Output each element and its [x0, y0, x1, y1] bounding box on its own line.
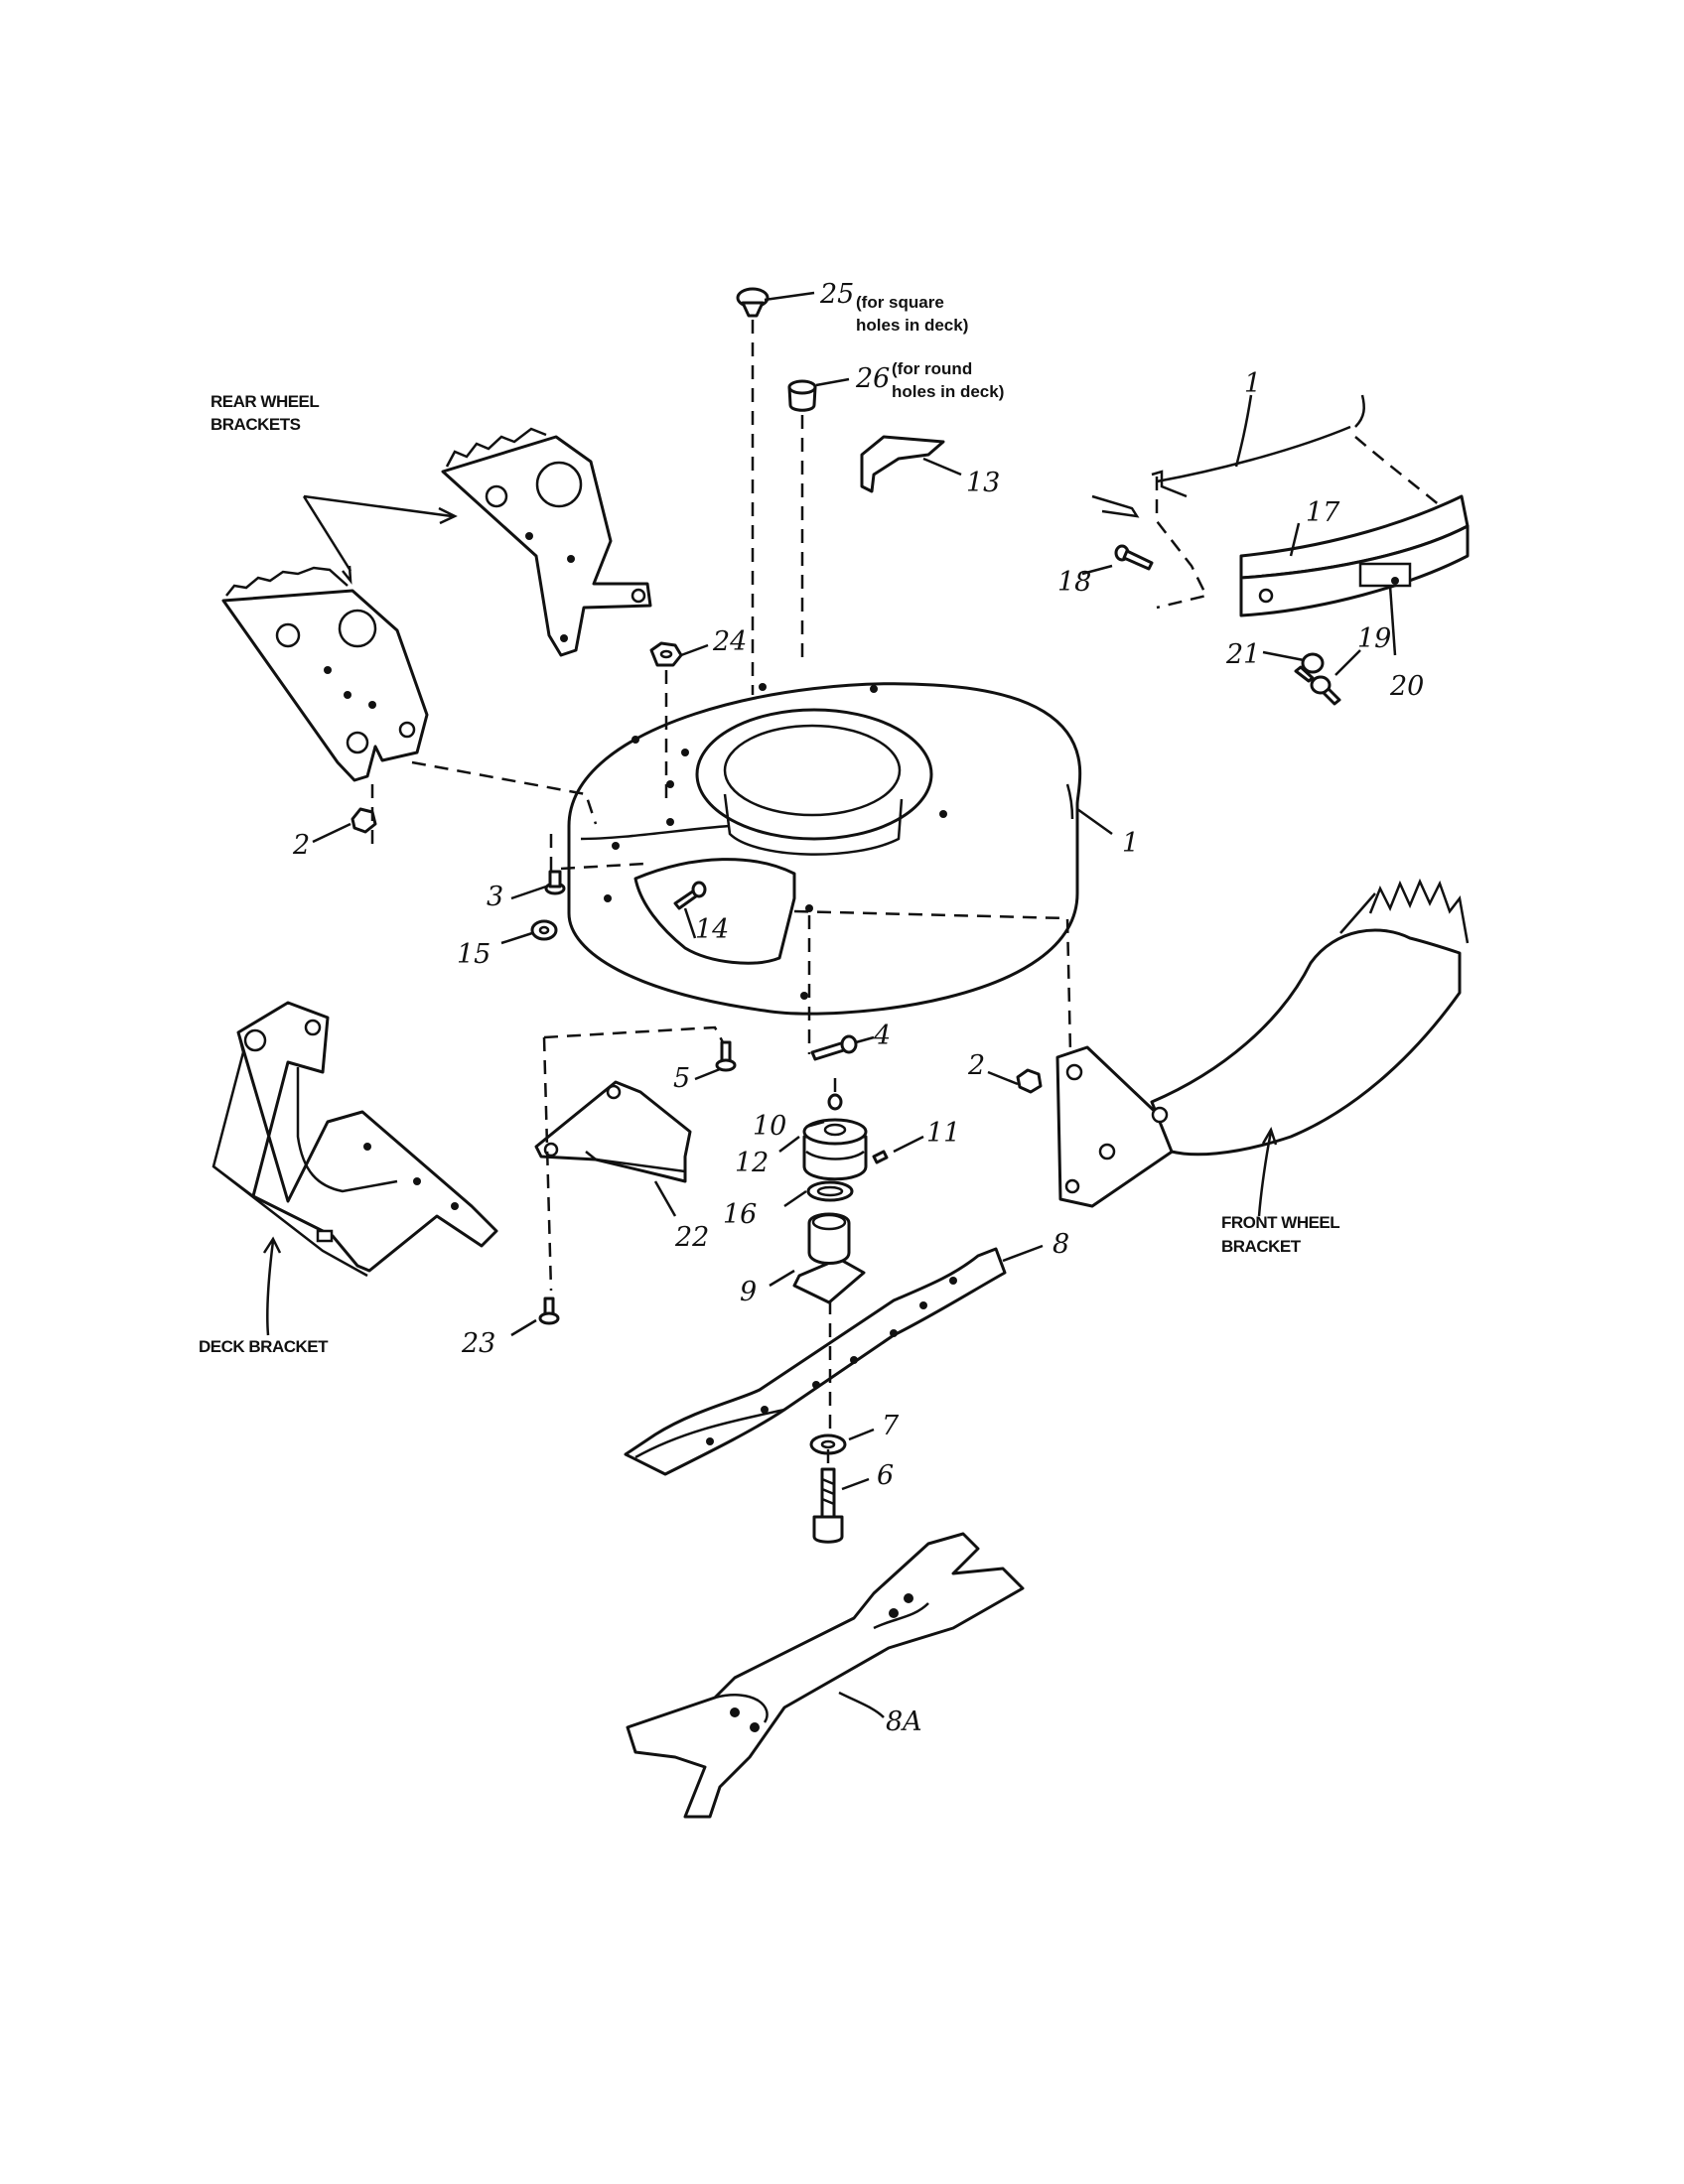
clip-13	[860, 435, 945, 493]
nut-2-left	[351, 807, 377, 834]
callout-7: 7	[882, 1411, 900, 1441]
deck-bracket	[211, 1001, 498, 1278]
note-25-line2: holes in deck)	[856, 316, 968, 335]
blade-8a	[626, 1532, 1025, 1819]
callout-2-right: 2	[967, 1050, 985, 1081]
callout-6: 6	[877, 1460, 894, 1491]
front-wheel-bracket	[1055, 878, 1470, 1208]
callout-8a: 8A	[886, 1706, 922, 1737]
callout-13: 13	[966, 468, 1000, 498]
bolt-14	[673, 881, 707, 910]
bolt-3	[544, 870, 566, 895]
callout-20: 20	[1389, 671, 1424, 702]
discharge-guard-assembly	[1091, 394, 1470, 617]
bolt-5	[715, 1040, 737, 1072]
mower-deck	[567, 682, 1082, 1016]
callout-10: 10	[753, 1111, 786, 1142]
mount-bracket-22	[534, 1080, 692, 1183]
washer-15	[530, 919, 558, 941]
nut-2-right	[1016, 1068, 1043, 1094]
callout-17: 17	[1306, 497, 1340, 528]
label-rear-wheel-brackets-line2: BRACKETS	[210, 415, 301, 434]
callout-19: 19	[1357, 623, 1391, 654]
callout-23: 23	[461, 1328, 495, 1359]
set-screw-11	[872, 1150, 889, 1164]
callout-11: 11	[926, 1118, 960, 1149]
callout-2-left: 2	[292, 830, 310, 861]
nut-24	[649, 641, 683, 667]
bolt-4	[810, 1034, 858, 1061]
callout-12: 12	[735, 1148, 769, 1178]
washer-21	[1301, 652, 1325, 674]
note-26-line2: holes in deck)	[892, 382, 1004, 401]
rear-wheel-bracket-lower	[221, 566, 429, 782]
callout-14: 14	[695, 914, 729, 945]
callout-24: 24	[712, 626, 747, 657]
plug-25	[736, 287, 770, 318]
callout-18: 18	[1057, 567, 1091, 598]
leader-lines	[262, 291, 1397, 1718]
bolt-18	[1114, 544, 1154, 571]
plug-notes: (for square holes in deck) (for round ho…	[856, 293, 1004, 401]
wing-nut-19	[1294, 665, 1341, 706]
callout-26: 26	[855, 363, 890, 394]
blade-8	[624, 1247, 1007, 1476]
label-deck-bracket: DECK BRACKET	[199, 1337, 329, 1356]
note-25-line1: (for square	[856, 293, 944, 312]
component-labels: REAR WHEEL BRACKETS FRONT WHEEL BRACKET …	[199, 392, 1340, 1356]
note-26-line1: (for round	[892, 359, 972, 378]
blade-bolt-6	[812, 1467, 844, 1544]
callout-25: 25	[819, 279, 854, 310]
callout-8: 8	[1052, 1229, 1069, 1260]
blade-adapter-stack	[792, 1093, 868, 1304]
callout-numbers: 1 1 2 2 3 4 5 6 7 8 8A 9 10 11 12 13 14 …	[292, 279, 1424, 1737]
callout-21: 21	[1225, 639, 1260, 670]
label-front-wheel-bracket-line2: BRACKET	[1221, 1237, 1302, 1256]
bolt-23	[538, 1297, 560, 1325]
callout-16: 16	[723, 1199, 757, 1230]
callout-1-deck: 1	[1122, 828, 1139, 859]
plug-26	[787, 379, 817, 412]
callout-4: 4	[873, 1021, 891, 1051]
callout-1-guard: 1	[1244, 368, 1261, 399]
callout-15: 15	[457, 939, 491, 970]
callout-22: 22	[674, 1222, 709, 1253]
label-rear-wheel-brackets-line1: REAR WHEEL	[210, 392, 319, 411]
callout-9: 9	[740, 1277, 757, 1307]
callout-5: 5	[673, 1063, 690, 1094]
callout-3: 3	[487, 882, 503, 912]
label-front-wheel-bracket-line1: FRONT WHEEL	[1221, 1213, 1339, 1232]
assembly-lines	[370, 320, 1072, 1467]
rear-wheel-bracket-upper	[441, 427, 652, 657]
